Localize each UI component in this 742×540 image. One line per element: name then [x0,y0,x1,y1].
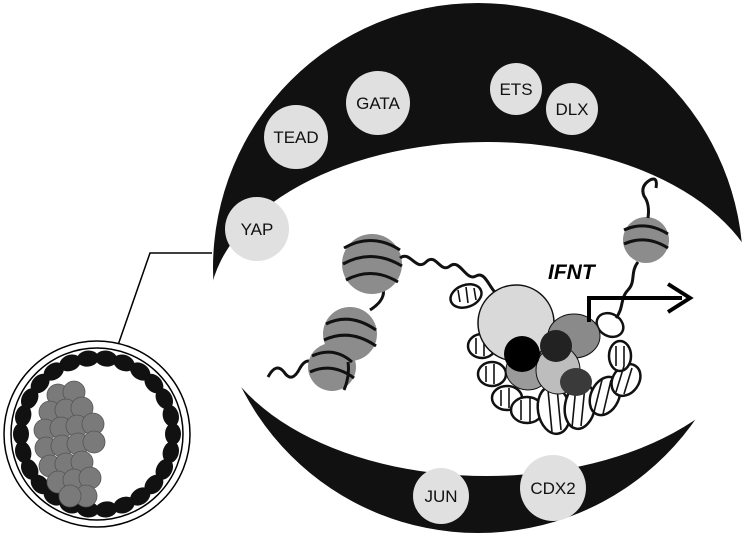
tf-jun: JUN [413,468,469,524]
blastocyst [3,340,191,528]
tf-dlx-label: DLX [555,100,588,119]
tf-cdx2: CDX2 [520,455,586,521]
trophectoderm-cell-small [30,474,50,495]
nucleus [209,142,742,476]
tf-cdx2-bubble [520,455,586,521]
trophectoderm-cell-small [162,441,180,464]
trophectoderm-cell-small [76,350,99,367]
trophectoderm-cell-small [20,388,39,410]
dna-to-right-nucleosome [614,261,640,319]
tf-tead: TEAD [264,105,328,169]
trophectoderm-cell-small [59,354,81,372]
factor-dark-b [540,330,572,362]
tf-gata: GATA [346,71,410,135]
callout-line [116,252,212,349]
dna-twist [399,254,501,298]
trophectoderm-cell-small [130,362,151,381]
tf-ets: ETS [490,63,542,115]
tf-yap: YAP [225,197,289,261]
trophectoderm-cell-small [144,373,164,394]
gene-label: IFNT [548,261,597,284]
tf-dlx-bubble [546,83,598,135]
trophectoderm-cell-small [155,388,174,410]
tf-jun-bubble [413,468,469,524]
trophectoderm-cell-small [95,350,118,367]
factor-dark-a [560,368,592,396]
tf-tead-bubble [264,105,328,169]
tf-yap-bubble [225,197,289,261]
trophectoderm-cell-small [20,458,39,480]
chromatin [266,177,669,436]
dna-tail-right [641,177,658,219]
trophectoderm-cell [209,3,742,533]
tf-gata-label: GATA [356,94,400,113]
trophectoderm-cell-small [165,423,181,445]
trophectoderm-cell-small [30,373,50,394]
tf-dlx: DLX [546,83,598,135]
tf-yap-label: YAP [241,220,274,239]
nucleosome-lower [308,307,377,391]
icm-cell [58,484,82,508]
transcription-factors: TEAD GATA ETS DLX YAP JUN CDX2 [225,63,598,524]
trophectoderm-cell-small [144,474,164,495]
trophectoderm-cell-small [113,354,135,372]
tf-jun-label: JUN [424,487,457,506]
trophectoderm-cell-small [43,362,64,381]
trophectoderm-cell-small [95,501,118,518]
tf-cdx2-label: CDX2 [530,479,575,498]
trophectoderm-cell-small [113,496,135,514]
trophectoderm-cell-small [14,404,32,427]
trophectoderm-cell-small [130,487,151,506]
icm-cell [82,430,106,454]
nucleosome-upper [342,234,403,294]
dna-tail-left [266,359,320,379]
inner-cell-mass [33,380,106,508]
trophectoderm-cell-small [155,458,174,480]
tf-gata-bubble [346,71,410,135]
nucleosome-right [623,217,669,263]
trophectoderm-cell-small [13,423,29,445]
tss-arrow [587,282,694,322]
tf-ets-bubble [490,63,542,115]
tf-ets-label: ETS [499,80,532,99]
trophectoderm-cell-small [14,441,32,464]
factor-black [504,336,540,372]
trophectoderm-cell-small [162,404,180,427]
tf-tead-label: TEAD [273,128,318,147]
transcription-complex [477,284,601,396]
